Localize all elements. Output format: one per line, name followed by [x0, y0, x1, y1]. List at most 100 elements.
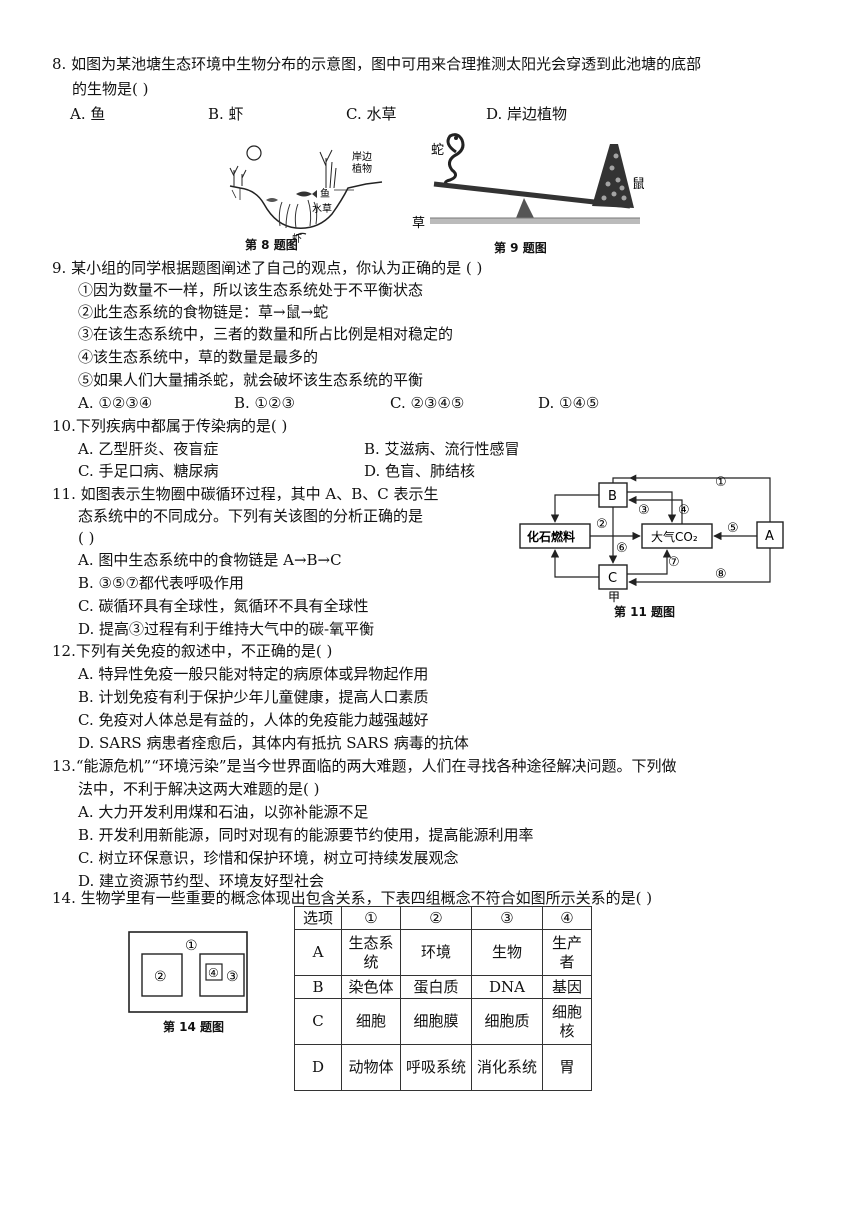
- q14-stem: 14. 生物学里有一些重要的概念体现出包含关系，下表四组概念不符合如图所示关系的…: [52, 889, 653, 907]
- q11-carbon-cycle-diagram: B 化石燃料 大气CO₂ A C ① ② ③ ④ ⑤ ⑥ ⑦ ⑧ 甲: [519, 474, 784, 604]
- q8-option-b: B. 虾: [208, 105, 244, 123]
- q13-stem-line1: 13.“能源危机”“环境污染”是当今世界面临的两大难题，人们在寻找各种途径解决问…: [52, 757, 677, 775]
- q11-option-b: B. ③⑤⑦都代表呼吸作用: [78, 574, 244, 592]
- q11-option-d: D. 提高③过程有利于维持大气中的碳-氧平衡: [78, 620, 375, 638]
- box-fossil-label: 化石燃料: [527, 529, 575, 544]
- q13-option-c: C. 树立环保意识，珍惜和保护环境，树立可持续发展观念: [78, 849, 459, 867]
- table-header-cell: 选项: [294, 906, 342, 930]
- q9-statement-4: ④该生态系统中，草的数量是最多的: [78, 348, 319, 366]
- q9-statement-1: ①因为数量不一样，所以该生态系统处于不平衡状态: [78, 281, 424, 299]
- table-cell: 染色体: [341, 975, 401, 999]
- q9-stem: 9. 某小组的同学根据题图阐述了自己的观点，你认为正确的是 ( ): [52, 259, 483, 277]
- table-cell: 细胞核: [542, 998, 592, 1045]
- box-air-label: 大气CO₂: [651, 529, 698, 544]
- q14-table: 选项 ① ② ③ ④ A 生态系统 环境 生物 生产者 B 染色体 蛋白质 DN…: [294, 906, 592, 1091]
- q9-option-b: B. ①②③: [234, 394, 295, 412]
- q11-caption: 第 11 题图: [614, 605, 676, 619]
- arrow-label-4: ④: [678, 503, 690, 518]
- q8-label-plant: 植物: [352, 162, 372, 175]
- table-cell: C: [294, 998, 342, 1045]
- arrow-label-6: ⑥: [616, 541, 628, 556]
- q9-caption: 第 9 题图: [494, 241, 547, 255]
- table-header-cell: ③: [471, 906, 543, 930]
- label-jia: 甲: [608, 590, 620, 604]
- box-fossil: [519, 523, 591, 549]
- q9-option-d: D. ①④⑤: [538, 394, 600, 412]
- q8-option-c: C. 水草: [346, 105, 397, 123]
- table-row: D 动物体 呼吸系统 消化系统 胃: [294, 1044, 592, 1091]
- q9-label-snake: 蛇: [431, 143, 444, 158]
- fig14-label-1: ①: [185, 938, 198, 954]
- q9-label-grass: 草: [412, 216, 425, 231]
- table-cell: 呼吸系统: [400, 1044, 472, 1091]
- table-cell: 消化系统: [471, 1044, 543, 1091]
- q10-option-a: A. 乙型肝炎、夜盲症: [78, 440, 219, 458]
- q12-option-d: D. SARS 病患者痊愈后，其体内有抵抗 SARS 病毒的抗体: [78, 734, 469, 752]
- q11-stem-line2: 态系统中的不同成分。下列有关该图的分析正确的是: [78, 507, 424, 525]
- box-a-label: A: [765, 529, 774, 544]
- q12-stem: 12.下列有关免疫的叙述中，不正确的是( ): [52, 642, 333, 660]
- table-header-cell: ④: [542, 906, 592, 930]
- table-cell: 细胞膜: [400, 998, 472, 1045]
- q9-statement-2: ②此生态系统的食物链是：草→鼠→蛇: [78, 303, 329, 321]
- fig14-label-4: ④: [208, 966, 219, 980]
- q8-stem-line1: 8. 如图为某池塘生态环境中生物分布的示意图，图中可用来合理推测太阳光会穿透到此…: [52, 55, 702, 73]
- table-cell: B: [294, 975, 342, 999]
- table-header-cell: ②: [400, 906, 472, 930]
- table-row: B 染色体 蛋白质 DNA 基因: [294, 975, 592, 999]
- table-cell: 基因: [542, 975, 592, 999]
- table-cell: 胃: [542, 1044, 592, 1091]
- q9-option-c: C. ②③④⑤: [390, 394, 465, 412]
- table-cell: 生物: [471, 929, 543, 976]
- table-cell: 环境: [400, 929, 472, 976]
- table-cell: A: [294, 929, 342, 976]
- q11-stem-line1: 11. 如图表示生物圈中碳循环过程，其中 A、B、C 表示生: [52, 485, 439, 503]
- q11-option-c: C. 碳循环具有全球性，氮循环不具有全球性: [78, 597, 369, 615]
- q9-statement-3: ③在该生态系统中，三者的数量和所占比例是相对稳定的: [78, 325, 454, 343]
- table-cell: 细胞: [341, 998, 401, 1045]
- q10-option-b: B. 艾滋病、流行性感冒: [364, 440, 520, 458]
- q14-caption: 第 14 题图: [163, 1020, 225, 1034]
- table-row: A 生态系统 环境 生物 生产者: [294, 929, 592, 976]
- table-header-row: 选项 ① ② ③ ④: [294, 906, 592, 930]
- arrow-label-7: ⑦: [668, 555, 680, 570]
- q8-option-a: A. 鱼: [70, 105, 106, 123]
- q8-label-fish: 鱼: [320, 187, 330, 200]
- q11-option-a: A. 图中生态系统中的食物链是 A→B→C: [78, 551, 342, 569]
- q8-label-shore: 岸边: [352, 151, 372, 163]
- mouse-pile-icon: [592, 144, 634, 208]
- q8-pond-figure: 岸边 植物 鱼 水草 虾: [229, 145, 383, 245]
- box-c-label: C: [608, 571, 617, 586]
- table-cell: 蛋白质: [400, 975, 472, 999]
- q9-label-mouse: 鼠: [632, 177, 644, 192]
- q9-statement-5: ⑤如果人们大量捕杀蛇，就会破坏该生态系统的平衡: [78, 371, 424, 389]
- table-cell: 生产者: [542, 929, 592, 976]
- arrow-label-3: ③: [638, 503, 650, 518]
- q10-option-c: C. 手足口病、糖尿病: [78, 462, 219, 480]
- q8-label-grass: 水草: [312, 203, 332, 215]
- table-header-cell: ①: [341, 906, 401, 930]
- arrow-label-2: ②: [596, 517, 608, 532]
- table-cell: D: [294, 1044, 342, 1091]
- q13-stem-line2: 法中，不利于解决这两大难题的是( ): [78, 780, 320, 798]
- q8-caption: 第 8 题图: [245, 238, 298, 252]
- q12-option-a: A. 特异性免疫一般只能对特定的病原体或异物起作用: [78, 665, 429, 683]
- q8-stem-line2: 的生物是( ): [72, 80, 149, 98]
- table-cell: 细胞质: [471, 998, 543, 1045]
- q10-option-d: D. 色盲、肺结核: [364, 462, 476, 480]
- arrow-label-5: ⑤: [727, 521, 739, 536]
- q10-stem: 10.下列疾病中都属于传染病的是( ): [52, 417, 288, 435]
- sun-icon: [246, 145, 262, 161]
- table-cell: 动物体: [341, 1044, 401, 1091]
- snake-icon: [443, 133, 465, 188]
- table-cell: DNA: [471, 975, 543, 999]
- q13-option-d: D. 建立资源节约型、环境友好型社会: [78, 872, 325, 890]
- arrow-label-8: ⑧: [715, 567, 727, 582]
- q9-seesaw-figure: 蛇 鼠 草: [412, 133, 644, 231]
- q12-option-b: B. 计划免疫有利于保护少年儿童健康，提高人口素质: [78, 688, 429, 706]
- table-cell: 生态系统: [341, 929, 401, 976]
- fig14-label-2: ②: [154, 969, 167, 985]
- q12-option-c: C. 免疫对人体总是有益的，人体的免疫能力越强越好: [78, 711, 429, 729]
- table-row: C 细胞 细胞膜 细胞质 细胞核: [294, 998, 592, 1045]
- q8-option-d: D. 岸边植物: [486, 105, 568, 123]
